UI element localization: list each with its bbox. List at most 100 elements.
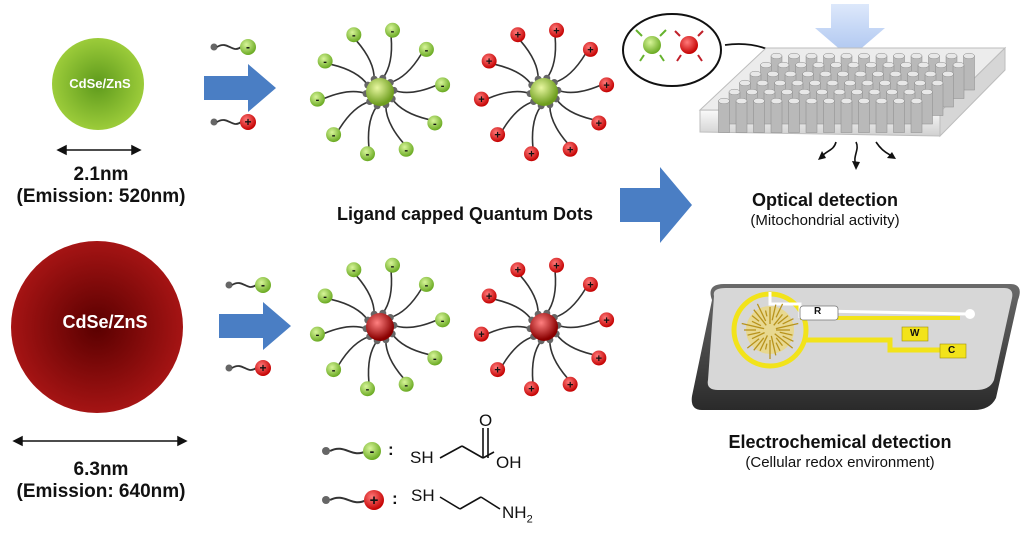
svg-text:+: + <box>596 118 602 130</box>
svg-text:+: + <box>553 260 559 272</box>
svg-text:-: - <box>366 384 370 396</box>
qd-small-size-value: 2.1nm <box>73 164 129 185</box>
svg-text:-: - <box>425 279 429 291</box>
svg-text:-: - <box>441 80 445 92</box>
qd-small-emission: (Emission: 520nm) <box>16 186 186 207</box>
legend-colon-negative: : <box>388 440 394 459</box>
svg-text:-: - <box>332 365 336 377</box>
cysteamine-sh: SH <box>411 486 435 505</box>
svg-text:+: + <box>494 130 500 142</box>
svg-text:-: - <box>391 25 395 37</box>
optical-detection-subtitle: (Mitochondrial activity) <box>750 212 900 229</box>
cysteamine-nh: NH <box>502 503 527 522</box>
svg-text:-: - <box>433 118 437 130</box>
size-scale-large <box>12 435 188 447</box>
cysteamine-structure <box>439 496 501 510</box>
mercaptoacetic-sh: SH <box>410 448 434 467</box>
svg-text:-: - <box>441 315 445 327</box>
qd-large-label: CdSe/ZnS <box>62 312 148 332</box>
capped-green-qd-positive: + + + + + + + + + + <box>473 22 615 162</box>
qd-large-size-value: 6.3nm <box>73 459 129 480</box>
svg-text:+: + <box>587 279 593 291</box>
svg-text:+: + <box>567 144 573 156</box>
legend-positive-ligand: + <box>322 490 384 510</box>
qd-small-particle <box>52 38 144 130</box>
qd-large-size: 6.3nm (Emission: 640nm) <box>6 459 196 503</box>
arrow-to-detection <box>620 167 692 243</box>
ligand-capped-title: Ligand capped Quantum Dots <box>336 204 593 224</box>
svg-text:-: - <box>370 443 375 459</box>
svg-text:+: + <box>603 80 609 92</box>
svg-text:-: - <box>433 353 437 365</box>
legend-negative-ligand: - <box>322 442 381 460</box>
arrow-small-to-ligand <box>204 64 276 112</box>
mercaptoacetic-oh: OH <box>496 453 522 472</box>
well-plate <box>698 46 1007 138</box>
capped-red-qd-negative: - - - - - - - - - - <box>309 257 451 397</box>
svg-text:-: - <box>352 30 356 42</box>
qd-large-particle <box>11 241 183 413</box>
green-emitting-qd-icon <box>635 29 667 62</box>
svg-text:+: + <box>494 365 500 377</box>
electrode-label-w: W <box>910 328 920 339</box>
electrochemical-detection-caption: Electrochemical detection (Cellular redo… <box>690 431 990 473</box>
free-ligand-positive-bottom: + <box>225 360 271 376</box>
electrochemical-detection-title: Electrochemical detection <box>728 432 952 452</box>
qd-large-emission: (Emission: 640nm) <box>16 481 186 502</box>
cysteamine-nh-subscript: 2 <box>526 513 533 526</box>
legend-colon-positive: : <box>392 489 398 508</box>
emission-arrowheads <box>818 151 896 170</box>
electrochemical-detection-subtitle: (Cellular redox environment) <box>745 454 935 471</box>
optical-detection-caption: Optical detection (Mitochondrial activit… <box>700 189 950 231</box>
red-emitting-qd-icon <box>674 30 704 62</box>
qd-small-size: 2.1nm (Emission: 520nm) <box>6 164 196 208</box>
arrow-large-to-ligand <box>219 302 291 350</box>
svg-text:+: + <box>370 492 379 509</box>
free-ligand-negative-bottom: - <box>225 277 271 293</box>
svg-text:-: - <box>332 130 336 142</box>
qd-small-label: CdSe/ZnS <box>69 76 131 91</box>
capped-red-qd-positive: + + + + + + + + + + <box>473 257 615 397</box>
svg-text:-: - <box>404 144 408 156</box>
svg-text:+: + <box>478 94 484 106</box>
svg-text:+: + <box>259 361 266 375</box>
free-ligand-negative-top: - <box>210 39 256 55</box>
svg-text:-: - <box>261 278 265 292</box>
svg-text:-: - <box>316 94 320 106</box>
mercaptoacetic-acid-structure <box>439 428 495 459</box>
svg-text:+: + <box>596 353 602 365</box>
svg-text:+: + <box>528 384 534 396</box>
svg-text:+: + <box>587 44 593 56</box>
svg-text:+: + <box>515 265 521 277</box>
electrochemical-chip <box>691 284 1020 410</box>
svg-text:+: + <box>528 149 534 161</box>
svg-text:-: - <box>404 379 408 391</box>
svg-text:+: + <box>567 379 573 391</box>
svg-text:+: + <box>478 329 484 341</box>
svg-text:+: + <box>515 30 521 42</box>
emission-bubble <box>622 13 722 87</box>
electrode-label-c: C <box>948 345 956 356</box>
svg-text:-: - <box>323 56 327 68</box>
svg-text:+: + <box>486 56 492 68</box>
mercaptoacetic-o: O <box>479 411 493 430</box>
capped-green-qd-negative: - - - - - - - - - - <box>309 22 451 162</box>
svg-text:+: + <box>244 115 251 129</box>
svg-text:-: - <box>352 265 356 277</box>
electrode-label-r: R <box>814 306 822 317</box>
svg-text:-: - <box>316 329 320 341</box>
svg-text:+: + <box>603 315 609 327</box>
size-scale-small <box>56 144 142 156</box>
optical-detection-title: Optical detection <box>751 190 899 210</box>
svg-text:+: + <box>553 25 559 37</box>
svg-text:+: + <box>486 291 492 303</box>
cysteamine-nh2: NH2 <box>502 503 533 525</box>
svg-text:-: - <box>246 40 250 54</box>
svg-text:-: - <box>391 260 395 272</box>
svg-text:-: - <box>366 149 370 161</box>
excitation-light-arrow <box>815 4 885 58</box>
svg-text:-: - <box>425 44 429 56</box>
svg-text:-: - <box>323 291 327 303</box>
free-ligand-positive-top: + <box>210 114 256 130</box>
